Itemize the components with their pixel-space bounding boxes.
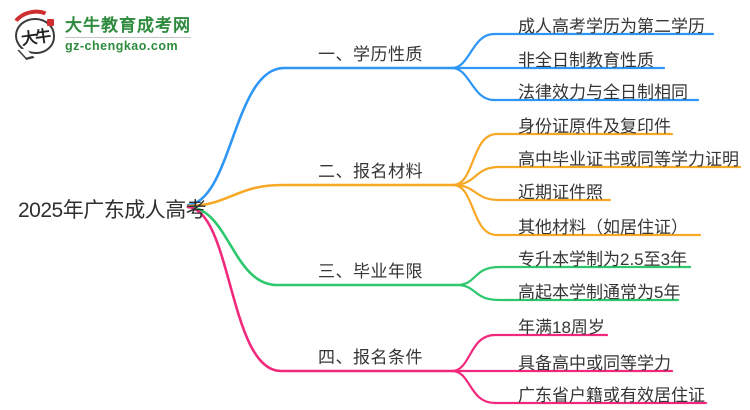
branch-2-trunk-line bbox=[186, 183, 455, 208]
logo-red-seal-icon bbox=[47, 19, 54, 26]
leaf-topic-1-1: 成人高考学历为第二学历 bbox=[518, 17, 705, 36]
branch-topic-4: 四、报名条件 bbox=[318, 348, 423, 367]
leaf-topic-3-2: 高起本学制通常为5年 bbox=[518, 283, 681, 302]
leaf-topic-1-3: 法律效力与全日制相同 bbox=[518, 83, 688, 102]
leaf-topic-2-2: 高中毕业证书或同等学力证明 bbox=[518, 150, 739, 169]
site-logo[interactable]: 大牛 大牛教育成考网 gz-chengkao.com bbox=[7, 5, 191, 56]
branch-3-trunk-line bbox=[186, 205, 459, 287]
branch-4-trunk-line bbox=[186, 205, 454, 373]
branch-topic-2: 二、报名材料 bbox=[318, 162, 423, 181]
branch-4-leaf-3-line bbox=[450, 369, 708, 405]
leaf-topic-2-4: 其他材料（如居住证） bbox=[518, 218, 688, 237]
branch-2-leaf-4-line bbox=[451, 183, 702, 237]
leaf-topic-2-3: 近期证件照 bbox=[518, 183, 603, 202]
logo-divider bbox=[65, 36, 191, 38]
leaf-topic-4-2: 具备高中或同等学力 bbox=[518, 354, 671, 373]
leaf-topic-4-3: 广东省户籍或有效居住证 bbox=[518, 386, 705, 405]
branch-1-leaf-3-line bbox=[450, 66, 700, 102]
branch-topic-1: 一、学历性质 bbox=[318, 45, 423, 64]
branch-1-trunk-line bbox=[186, 66, 454, 207]
daniu-bubble-logo-icon: 大牛 bbox=[7, 5, 59, 56]
branch-topic-3: 三、毕业年限 bbox=[318, 262, 423, 281]
leaf-topic-3-1: 专升本学制为2.5至3年 bbox=[518, 250, 688, 269]
branch-1-leaf-1-line bbox=[450, 32, 715, 70]
branch-3-leaf-2-line bbox=[455, 283, 680, 302]
leaf-topic-1-2: 非全日制教育性质 bbox=[518, 51, 654, 70]
branch-4-leaf-1-line bbox=[450, 333, 609, 373]
leaf-topic-4-1: 年满18周岁 bbox=[518, 318, 605, 337]
logo-text-block: 大牛教育成考网 gz-chengkao.com bbox=[65, 16, 191, 53]
root-topic: 2025年广东成人高考 bbox=[18, 199, 207, 222]
branch-2-leaf-3-line bbox=[451, 183, 612, 202]
branch-3-leaf-1-line bbox=[455, 265, 692, 287]
branch-2-leaf-2-line bbox=[451, 165, 742, 187]
site-name: 大牛教育成考网 bbox=[65, 15, 191, 35]
leaf-topic-2-1: 身份证原件及复印件 bbox=[518, 117, 671, 136]
site-url: gz-chengkao.com bbox=[65, 38, 179, 53]
branch-2-leaf-1-line bbox=[451, 132, 674, 187]
